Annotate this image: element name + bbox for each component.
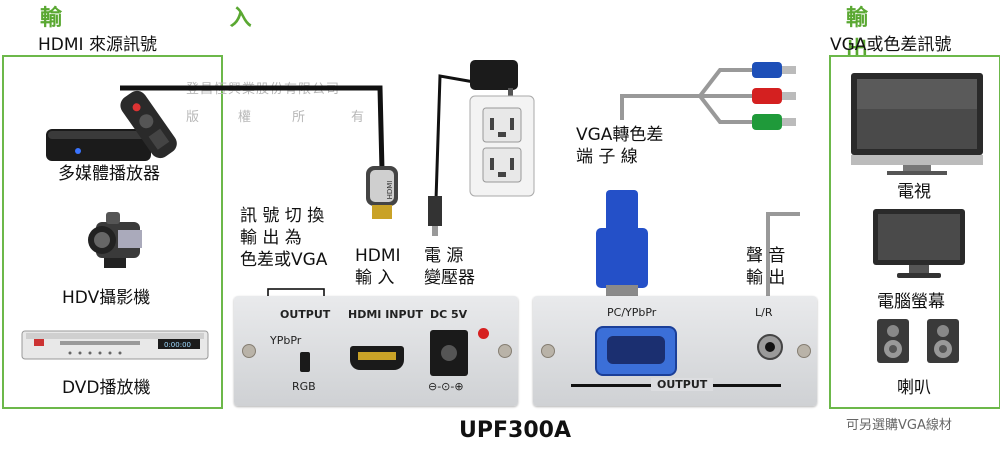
- callout-hdmi-line2: 輸 入: [355, 268, 395, 288]
- watermark-char-4: 有: [351, 110, 366, 125]
- device-label-speakers: 喇叭: [897, 378, 931, 398]
- monitor-icon: [873, 209, 965, 278]
- callout-vga-cable: VGA轉色差 端 子 線: [576, 124, 663, 168]
- output-device-panel: 電視 電腦螢幕 喇叭: [829, 55, 1000, 409]
- screw-icon: [242, 344, 256, 358]
- screw-icon: [498, 344, 512, 358]
- output-subtitle: VGA或色差訊號: [830, 35, 952, 55]
- device-label-hdv-camera: HDV攝影機: [62, 288, 151, 308]
- label-ypbpr: YPbPr: [270, 334, 302, 347]
- screw-icon: [797, 344, 811, 358]
- dc-jack[interactable]: [430, 330, 468, 376]
- input-title-text: 輸 入: [40, 6, 332, 31]
- callout-power-line2: 變壓器: [424, 268, 475, 288]
- power-adapter: [428, 60, 518, 236]
- audio-cable: [766, 212, 800, 300]
- device-label-media-player: 多媒體播放器: [58, 164, 160, 184]
- vga-port-pins: [607, 336, 665, 364]
- callout-vga-line1: VGA轉色差: [576, 125, 664, 145]
- hdmi-port[interactable]: [350, 346, 404, 370]
- screw-icon: [541, 344, 555, 358]
- callout-hdmi: HDMI 輸 入: [355, 245, 401, 289]
- label-rgb: RGB: [292, 380, 316, 393]
- label-hdmi-input: HDMI INPUT: [348, 308, 424, 321]
- speakers-icon: [877, 319, 959, 363]
- label-output: OUTPUT: [280, 308, 331, 321]
- rca-connectors: [752, 62, 796, 130]
- dvd-player-icon: 0:00:00: [21, 330, 209, 360]
- media-player-icon: [46, 90, 177, 161]
- converter-input-panel: OUTPUT YPbPr RGB HDMI INPUT DC 5V ⊖-⊙-⊕: [234, 296, 518, 406]
- hdmi-port-pins: [358, 352, 396, 360]
- hdmi-plug: HDMI: [366, 166, 398, 219]
- label-pc-ypbpr: PC/YPbPr: [607, 306, 657, 319]
- power-led-icon: [478, 328, 489, 339]
- vga-connector: [596, 190, 648, 299]
- callout-audio: 聲 音 輸 出: [746, 245, 785, 289]
- callout-vga-line2: 端 子 線: [576, 147, 638, 167]
- converter-output-panel: PC/YPbPr L/R OUTPUT: [533, 296, 817, 406]
- component-cable: [620, 68, 755, 124]
- callout-power-line1: 電 源: [424, 246, 464, 266]
- callout-switch: 訊 號 切 換 輸 出 為 色差或VGA: [240, 205, 327, 271]
- dc-jack-hole: [441, 345, 457, 361]
- hdv-camera-icon: [88, 212, 142, 268]
- label-panel-output: OUTPUT: [651, 378, 714, 391]
- watermark-char-3: 所: [292, 110, 307, 125]
- hdmi-plug-text: HDMI: [386, 181, 394, 200]
- model-name: UPF300A: [459, 418, 571, 443]
- watermark-char-2: 權: [238, 110, 253, 125]
- callout-switch-line1: 訊 號 切 換: [240, 206, 325, 226]
- label-lr: L/R: [755, 306, 773, 319]
- audio-jack[interactable]: [757, 334, 783, 360]
- input-subtitle: HDMI 來源訊號: [38, 35, 157, 55]
- tv-icon: [851, 73, 983, 175]
- device-label-tv: 電視: [897, 182, 931, 202]
- callout-switch-line2: 輸 出 為: [240, 228, 302, 248]
- wall-outlet: [469, 95, 535, 197]
- callout-hdmi-line1: HDMI: [355, 246, 401, 266]
- callout-switch-line3: 色差或VGA: [240, 250, 328, 270]
- dvd-display-text: 0:00:00: [164, 341, 191, 349]
- vga-port[interactable]: [595, 326, 677, 376]
- vga-note: 可另選購VGA線材: [846, 418, 952, 433]
- label-dc5v: DC 5V: [430, 308, 468, 321]
- device-label-dvd-player: DVD播放機: [62, 378, 151, 398]
- device-label-monitor: 電腦螢幕: [877, 292, 945, 312]
- input-device-panel: 多媒體播放器 HDV攝影機 0:00:00 DVD播放機: [2, 55, 223, 409]
- hdmi-cable: [120, 85, 385, 171]
- watermark-char-1: 版: [186, 110, 201, 125]
- audio-jack-hole: [765, 342, 775, 352]
- label-polarity: ⊖-⊙-⊕: [428, 380, 464, 393]
- callout-audio-line2: 輸 出: [746, 268, 786, 288]
- callout-audio-line1: 聲 音: [746, 246, 786, 266]
- callout-power: 電 源 變壓器: [424, 245, 475, 289]
- output-select-switch[interactable]: [300, 352, 310, 372]
- input-title: 輸 入: [40, 0, 332, 32]
